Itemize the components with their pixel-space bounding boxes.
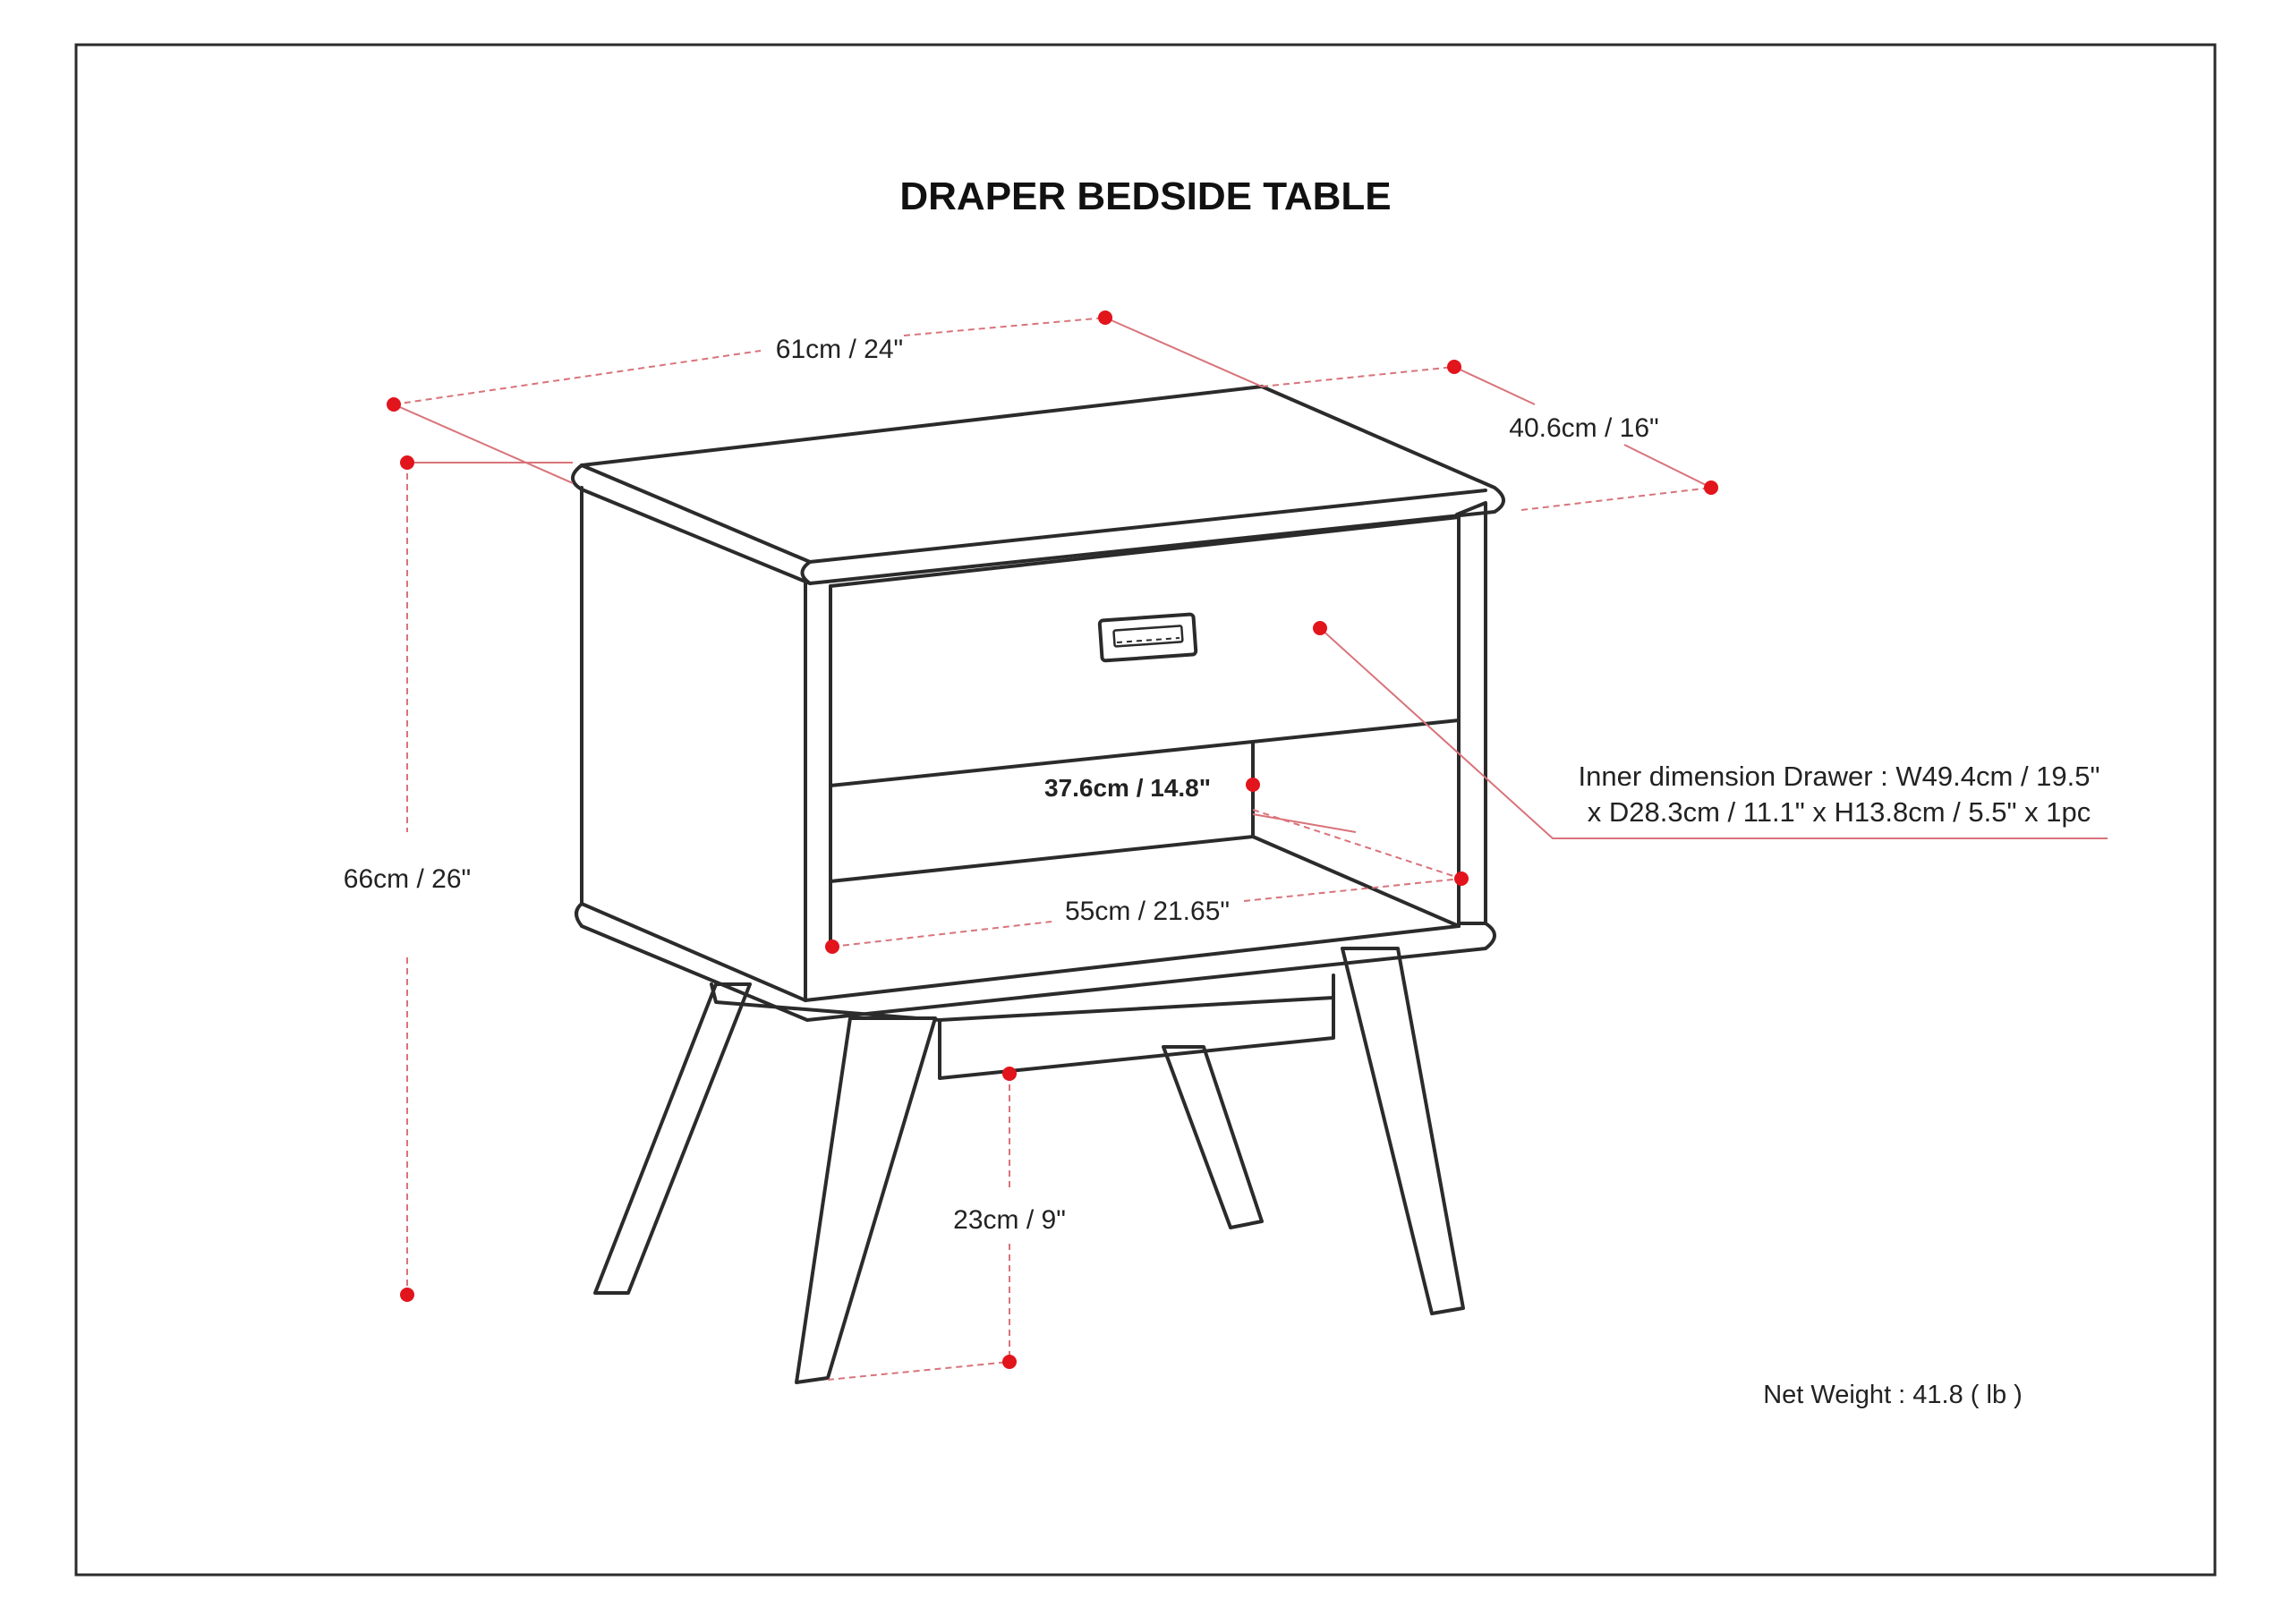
marker-width-right xyxy=(1098,310,1112,325)
body-left-side xyxy=(580,486,807,1002)
front-right-leg xyxy=(1341,947,1465,1315)
marker-depth-top xyxy=(1447,360,1461,374)
dimension-lines xyxy=(393,317,2108,1381)
width-dimension-line-left xyxy=(393,350,762,405)
marker-shelf-height-bottom xyxy=(1454,872,1469,886)
net-weight-label: Net Weight : 41.8 ( lb ) xyxy=(1763,1381,2023,1409)
width-label: 61cm / 24" xyxy=(776,335,903,364)
marker-height-bottom xyxy=(400,1288,414,1302)
depth-leader-top xyxy=(1453,366,1536,405)
body-right-side-edge xyxy=(1455,501,1487,923)
drawer-bottom-edge xyxy=(829,718,1461,787)
bedside-table-drawing xyxy=(571,385,1505,1384)
clearance-label: 23cm / 9" xyxy=(953,1205,1066,1235)
table-top-left-edge xyxy=(571,463,812,585)
marker-width-left xyxy=(387,397,401,412)
marker-shelf-width-left xyxy=(825,940,839,954)
page-title: DRAPER BEDSIDE TABLE xyxy=(899,174,1391,218)
shelf-width-label: 55cm / 21.65" xyxy=(1065,897,1230,926)
frame-border xyxy=(74,43,2217,1577)
marker-clearance-bottom xyxy=(1002,1355,1017,1369)
shelf-height-label: 37.6cm / 14.8" xyxy=(1044,774,1211,802)
base-front-edge xyxy=(804,924,1461,1002)
shelf-width-dimension-line-right xyxy=(1243,878,1461,902)
height-label: 66cm / 26" xyxy=(344,864,471,894)
depth-leader-bottom xyxy=(1623,444,1712,489)
back-right-leg xyxy=(1162,1045,1264,1229)
table-top-surface xyxy=(580,385,1505,585)
back-left-leg xyxy=(593,982,752,1295)
shelf-floor-right xyxy=(1251,835,1461,928)
shelf-height-leader xyxy=(1252,813,1357,833)
shelf-height-dimension-line xyxy=(1252,809,1462,880)
depth-dimension-line-top xyxy=(1261,366,1455,387)
width-dimension-line-right xyxy=(903,317,1106,336)
drawer-note-line1: Inner dimension Drawer : W49.4cm / 19.5" xyxy=(1578,761,2099,792)
measurement-markers xyxy=(387,310,1718,1369)
width-leader-right xyxy=(1104,317,1263,387)
drawer-note-line2: x D28.3cm / 11.1" x H13.8cm / 5.5" x 1pc xyxy=(1588,796,2091,828)
table-top-front-edge xyxy=(580,463,812,564)
marker-depth-bottom xyxy=(1704,480,1718,495)
drawer-top-edge xyxy=(829,515,1461,588)
shelf-back-edge xyxy=(829,835,1255,883)
depth-label: 40.6cm / 16" xyxy=(1509,413,1658,443)
marker-height-top xyxy=(400,455,414,470)
apron-front-edge xyxy=(938,996,1335,1022)
leg-apron xyxy=(710,974,1335,1080)
marker-shelf-height-top xyxy=(1246,778,1260,792)
shelf-width-dimension-line-left xyxy=(831,921,1052,948)
front-left-leg xyxy=(795,1016,937,1384)
base-board xyxy=(575,902,1496,1022)
drawer-handle-icon xyxy=(1097,612,1198,663)
marker-drawer-callout xyxy=(1313,621,1327,635)
depth-dimension-line-bottom xyxy=(1520,487,1712,511)
width-leader-left xyxy=(393,404,574,484)
clearance-leader-bottom xyxy=(827,1361,1010,1381)
drawer-callout-leader xyxy=(1319,627,2108,839)
marker-clearance-top xyxy=(1002,1067,1017,1081)
